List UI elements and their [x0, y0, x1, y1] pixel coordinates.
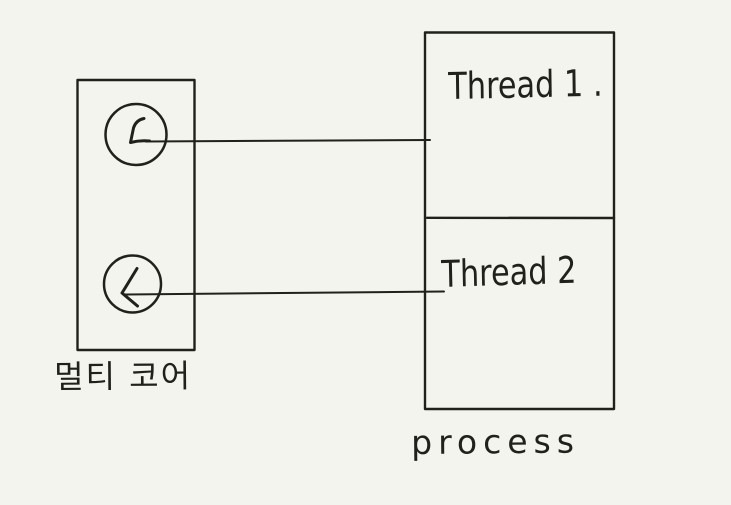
process-label: process	[410, 421, 581, 462]
multicore-box	[76, 78, 196, 352]
connector-core2-thread2	[123, 290, 445, 296]
core-2-clock-arrow-icon	[102, 254, 163, 314]
thread-2-label: Thread 2	[440, 248, 577, 296]
multicore-label: 멀티 코어	[53, 356, 193, 396]
core-1-clock-arrow-icon	[104, 102, 168, 167]
connector-core1-thread1	[145, 139, 431, 143]
thread-1-label: Thread 1 .	[447, 61, 603, 108]
process-box	[423, 31, 616, 411]
